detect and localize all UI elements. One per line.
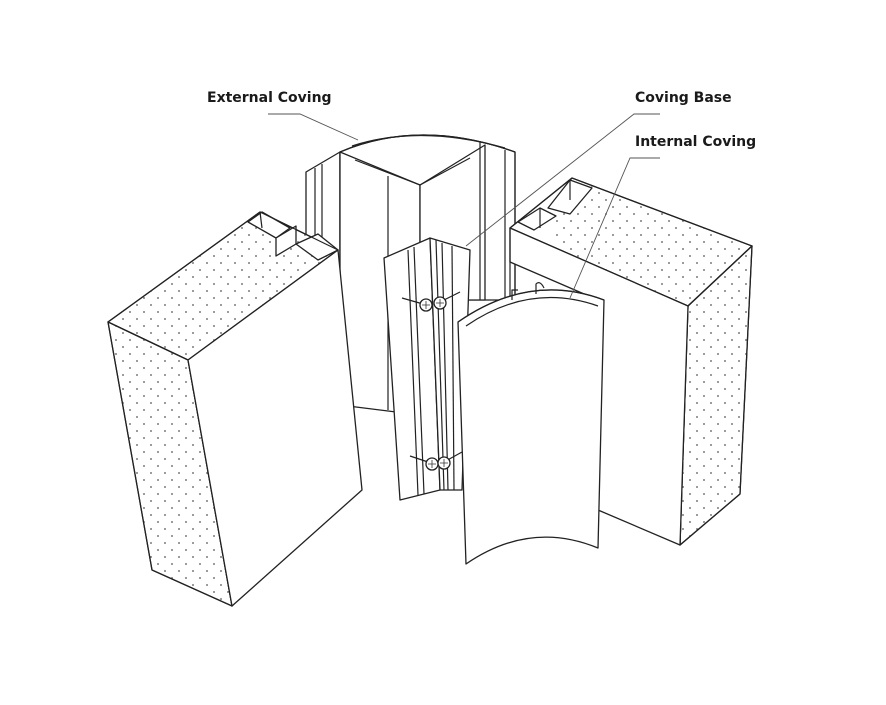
screw-icon xyxy=(437,451,463,470)
label-coving-base: Coving Base xyxy=(635,90,732,106)
leader-coving-base xyxy=(465,113,660,247)
label-internal-coving: Internal Coving xyxy=(635,134,757,150)
screw-icon xyxy=(401,297,433,312)
left-wall-panel xyxy=(107,211,363,607)
screw-icon xyxy=(433,291,461,310)
leader-external-coving xyxy=(268,113,359,141)
leader-lines xyxy=(268,113,660,299)
label-external-coving: External Coving xyxy=(207,90,332,106)
internal-coving xyxy=(457,282,605,565)
leader-internal-coving xyxy=(569,157,660,299)
coving-base xyxy=(383,237,471,501)
